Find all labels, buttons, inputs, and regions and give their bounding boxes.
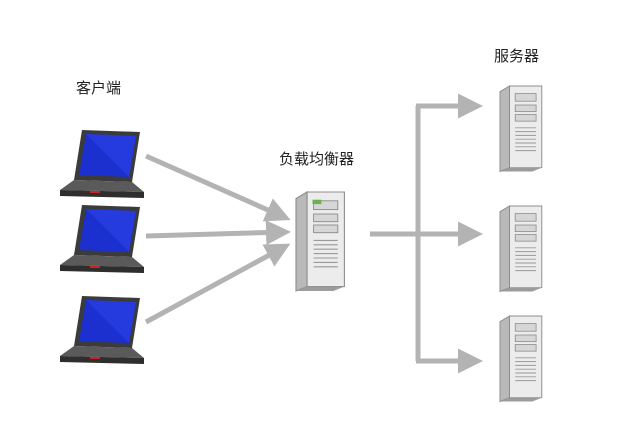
server-tower-icon: [295, 191, 345, 292]
server-tower-icon: [499, 205, 543, 292]
client-arrows: [144, 153, 291, 325]
server-arrows: [370, 93, 483, 374]
laptop-icon: [60, 296, 144, 364]
server-tower-icon: [499, 315, 543, 402]
laptop-icon: [60, 130, 144, 198]
server-tower-icon: [499, 85, 543, 172]
arrow-client-1: [144, 153, 291, 222]
arrow-client-2: [145, 220, 291, 246]
clients-label: 客户端: [76, 79, 121, 97]
load-balancer-label: 负载均衡器: [279, 150, 354, 168]
servers-label: 服务器: [494, 47, 539, 65]
arrow-client-3: [144, 243, 291, 325]
laptop-icon: [60, 205, 144, 273]
